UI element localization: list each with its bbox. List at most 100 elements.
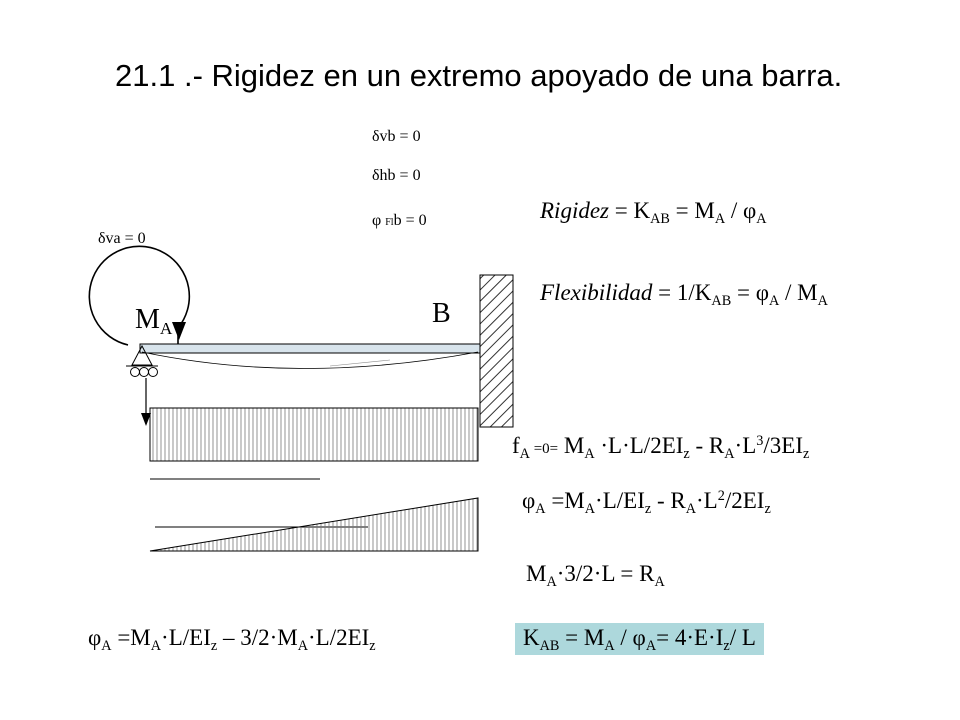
phi-symbol: φ (372, 212, 382, 229)
flexibilidad-equals: = (731, 280, 756, 305)
phia-p3: - R (651, 488, 686, 513)
rigidez-phi-sub: A (756, 210, 767, 227)
kab-s2: A (604, 637, 615, 654)
phia2-p2: ·L/EI (161, 625, 211, 650)
beam (139, 343, 481, 354)
fa-sup: 3 (756, 433, 764, 450)
phia-p1: =M (545, 488, 585, 513)
phia-p2: ·L/EI (595, 488, 645, 513)
fa-p3: - R (689, 433, 725, 458)
kab-p1: K (523, 625, 540, 650)
flexibilidad-m: / M (779, 280, 818, 305)
fa-s5: z (802, 445, 810, 462)
condition-phib-text: b = 0 (393, 212, 427, 229)
condition-dvb: δvb = 0 (372, 128, 421, 146)
flexibilidad-k: = 1/K (652, 280, 712, 305)
fa-p5: /3EI (763, 433, 803, 458)
equation-phia: φA =MA·L/EIz - RA·L2/2EIz (522, 488, 771, 517)
equation-phia-substituted: φA =MA·L/EIz – 3/2·MA·L/2EIz (88, 625, 376, 654)
flexibilidad-phi-sub: A (768, 292, 780, 309)
condition-dhb-text: hb = 0 (379, 167, 421, 184)
moment-label-main: M (135, 304, 160, 335)
phi-symbol: φ (743, 198, 757, 223)
condition-phib: φ Flb = 0 (372, 212, 427, 230)
fixed-wall (479, 274, 514, 428)
fa-p4: ·L (734, 433, 757, 458)
phia2-phi-sub: A (101, 637, 112, 654)
phi-symbol: φ (522, 488, 536, 513)
delta-symbol: δ (98, 230, 106, 247)
fa-f: f (512, 433, 520, 458)
kab-p4: = 4·E·I (656, 625, 724, 650)
rigidez-slash: / (725, 198, 743, 223)
flexibilidad-k-sub: AB (711, 292, 732, 309)
phi-symbol: φ (88, 625, 102, 650)
result-box-kab: KAB = MA / φA= 4·E·Iz/ L (515, 623, 764, 655)
fa-zero: =0= (529, 441, 559, 457)
flexibilidad-lhs: Flexibilidad (540, 280, 653, 305)
flexibilidad-m-sub: A (817, 292, 828, 309)
condition-dvb-text: vb = 0 (379, 128, 421, 145)
condition-dhb: δhb = 0 (372, 167, 421, 185)
ra-p1: M (526, 561, 547, 586)
support-roller (139, 367, 149, 377)
kab-p2: = M (559, 625, 605, 650)
rigidez-k: = K (609, 198, 651, 223)
moment-diagram-constant (149, 407, 479, 462)
kab-s4: z (723, 637, 730, 654)
phia-s2: z (644, 500, 652, 517)
rigidez-m-sub: A (714, 210, 726, 227)
ra-s2: A (654, 573, 665, 590)
phia-p4: ·L (695, 488, 718, 513)
phia2-s2: z (210, 637, 218, 654)
ra-p2: ·3/2·L = R (556, 561, 655, 586)
kab-s1: AB (539, 637, 560, 654)
condition-dva: δva = 0 (98, 230, 146, 248)
fa-p2: ·L·L/2EI (594, 433, 684, 458)
phi-symbol: φ (632, 625, 646, 650)
phia-phi-sub: A (535, 500, 546, 517)
rigidez-lhs: Rigidez (540, 198, 609, 223)
phia-s3: A (685, 500, 696, 517)
deflected-shape (141, 351, 479, 369)
fa-s1: A (584, 445, 595, 462)
moment-arrowhead (172, 322, 186, 340)
phia-sup: 2 (717, 488, 725, 505)
equation-rigidez: Rigidez = KAB = MA / φA (540, 198, 767, 227)
condition-phib-sub: Fl (385, 217, 394, 228)
phia-s5: z (764, 500, 771, 517)
fa-p1: M (558, 433, 585, 458)
point-b-label: B (432, 298, 451, 329)
support-roller (130, 367, 140, 377)
phi-symbol: φ (755, 280, 769, 305)
phia2-p1: =M (111, 625, 151, 650)
delta-symbol: δ (372, 167, 380, 184)
moment-diagram-triangular (149, 497, 479, 552)
moment-arc (88, 245, 191, 346)
phia2-p3: – 3/2·M (217, 625, 298, 650)
title-number: 21.1 (115, 58, 176, 93)
phia-s1: A (584, 500, 596, 517)
kab-p5: / L (729, 625, 756, 650)
page-title: 21.1 .- Rigidez en un extremo apoyado de… (115, 58, 842, 94)
delta-symbol: δ (372, 128, 380, 145)
equation-ra: MA·3/2·L = RA (526, 561, 665, 590)
fa-s3: A (724, 445, 735, 462)
support-triangle (131, 344, 153, 366)
condition-dva-text: va = 0 (105, 230, 146, 247)
phia2-s4: z (369, 637, 376, 654)
moment-label-sub: A (159, 319, 173, 339)
phia2-s3: A (297, 637, 308, 654)
equation-fa: fA =0= MA ·L·L/2EIz - RA·L3/3EIz (512, 433, 810, 462)
rigidez-k-sub: AB (650, 210, 670, 227)
moment-label: MA (135, 304, 173, 339)
kab-p3: / (614, 625, 633, 650)
title-text: .- Rigidez en un extremo apoyado de una … (175, 58, 843, 93)
support-roller (148, 367, 158, 377)
phia-p5: /2EI (724, 488, 765, 513)
phia2-s1: A (150, 637, 162, 654)
equation-flexibilidad: Flexibilidad = 1/KAB = φA / MA (540, 280, 828, 309)
fa-s2: z (683, 445, 690, 462)
phia2-p4: ·L/2EI (307, 625, 370, 650)
